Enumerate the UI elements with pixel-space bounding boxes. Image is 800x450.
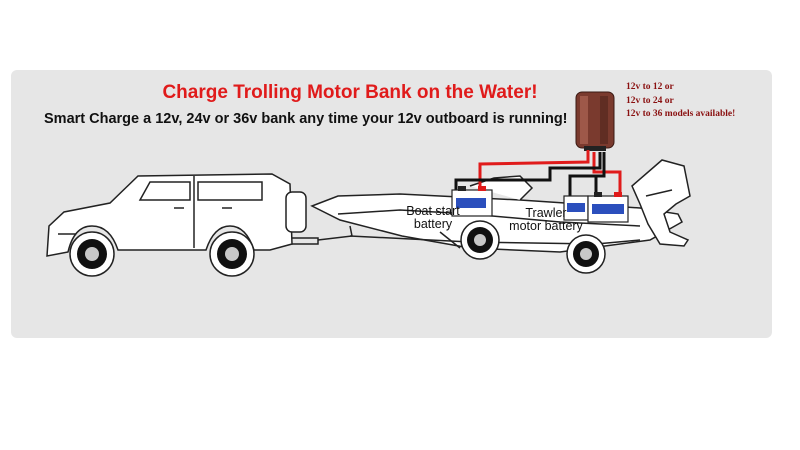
suv-vehicle xyxy=(46,173,307,257)
model-availability-note: 12v to 12 or 12v to 24 or 12v to 36 mode… xyxy=(626,81,735,122)
boat-start-battery xyxy=(451,186,493,217)
model-line-24v: 12v to 24 or xyxy=(626,95,674,106)
battery-charger xyxy=(575,91,615,151)
model-line-36v: 12v to 36 models available! xyxy=(626,109,736,119)
boat-start-battery-label: Boat start battery xyxy=(406,204,460,231)
trailer-wheel-rear xyxy=(566,234,606,274)
trawler-battery-1 xyxy=(563,195,589,221)
trailer-frame xyxy=(349,231,641,249)
trawler-battery-label: Trawler motor battery xyxy=(509,206,583,233)
model-line-12v: 12v to 12 or xyxy=(626,82,674,92)
suv-wheel-rear xyxy=(209,231,255,277)
wire-positive xyxy=(478,150,622,196)
trailer-wheel-front xyxy=(460,220,500,260)
diagram-title: Charge Trolling Motor Bank on the Water! xyxy=(162,82,538,103)
outboard-motor xyxy=(631,159,691,247)
trawler-battery-2 xyxy=(587,192,629,223)
suv-wheel-front xyxy=(69,231,115,277)
diagram-subtitle: Smart Charge a 12v, 24v or 36v bank any … xyxy=(44,111,568,127)
